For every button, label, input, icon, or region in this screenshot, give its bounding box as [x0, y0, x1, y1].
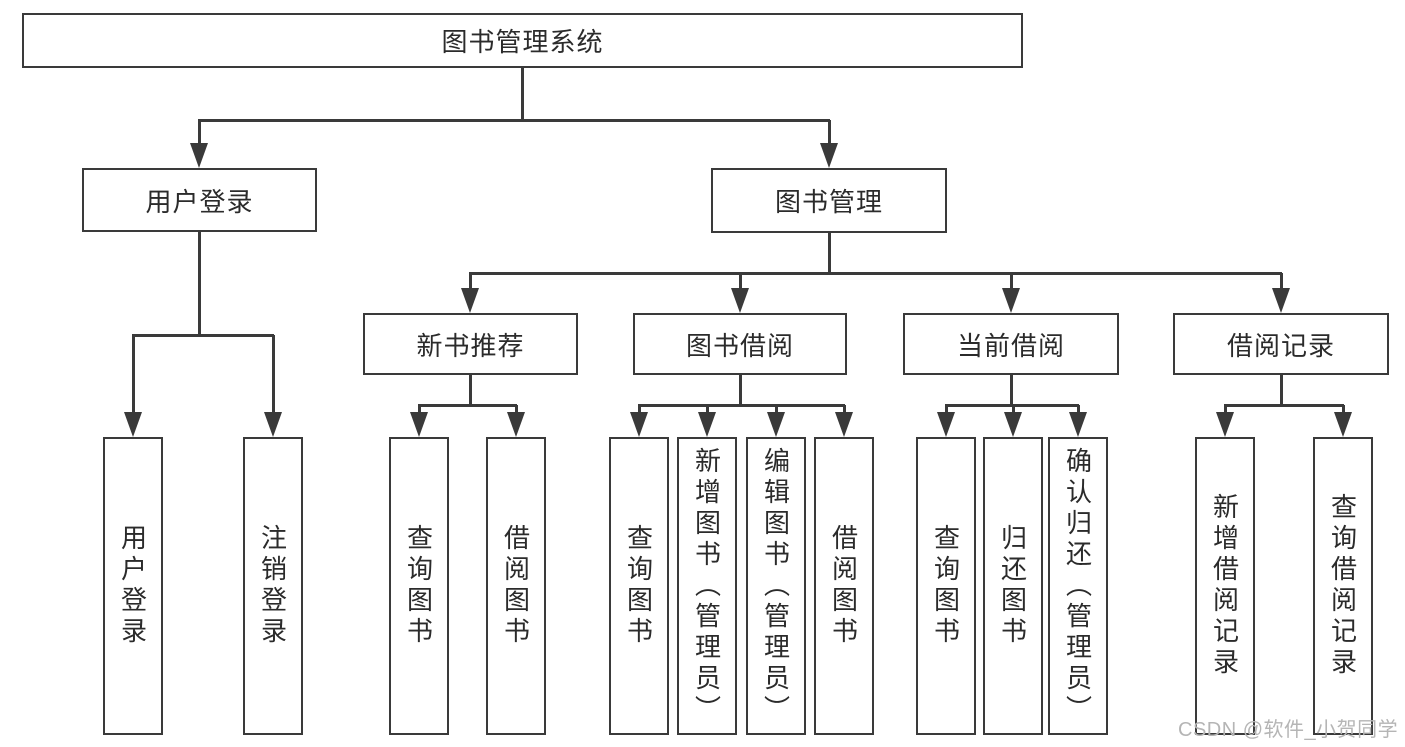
- connector-line: [418, 405, 421, 415]
- arrowhead-down-icon: [820, 143, 838, 168]
- arrowhead-down-icon: [124, 412, 142, 437]
- connector-line: [828, 120, 831, 146]
- connector-line: [469, 272, 1282, 275]
- arrowhead-down-icon: [630, 412, 648, 437]
- connector-line: [706, 405, 709, 415]
- leaf-label: 借阅图书: [828, 524, 859, 648]
- arrowhead-down-icon: [835, 412, 853, 437]
- leaf-label: 新增图书（管理员）: [691, 446, 722, 726]
- connector-line: [1280, 375, 1283, 406]
- connector-line: [1224, 404, 1344, 407]
- node-leaf-query-book-rec: 查询图书: [389, 437, 449, 735]
- node-book-borrow: 图书借阅: [633, 313, 847, 375]
- arrowhead-down-icon: [410, 412, 428, 437]
- arrowhead-down-icon: [507, 412, 525, 437]
- connector-line: [469, 273, 472, 291]
- connector-line: [132, 334, 274, 337]
- connector-line: [418, 404, 517, 407]
- node-leaf-query-book-current: 查询图书: [916, 437, 976, 735]
- node-leaf-confirm-return: 确认归还（管理员）: [1048, 437, 1108, 735]
- node-root: 图书管理系统: [22, 13, 1023, 68]
- arrowhead-down-icon: [1272, 288, 1290, 313]
- node-leaf-query-book-borrow: 查询图书: [609, 437, 669, 735]
- node-leaf-add-borrow-record: 新增借阅记录: [1195, 437, 1255, 735]
- leaf-label: 查询借阅记录: [1327, 493, 1358, 679]
- connector-line: [469, 375, 472, 406]
- node-leaf-user-login: 用户登录: [103, 437, 163, 735]
- node-leaf-borrow-book-rec: 借阅图书: [486, 437, 546, 735]
- node-current-borrow: 当前借阅: [903, 313, 1119, 375]
- node-book-mgmt-group-label: 图书管理: [774, 187, 883, 217]
- connector-line: [843, 405, 846, 415]
- connector-line: [198, 120, 201, 146]
- leaf-label: 借阅图书: [500, 524, 531, 648]
- connector-line: [1077, 405, 1080, 415]
- node-leaf-borrow-book: 借阅图书: [814, 437, 874, 735]
- node-borrow-records: 借阅记录: [1173, 313, 1389, 375]
- node-book-borrow-label: 图书借阅: [685, 330, 794, 361]
- arrowhead-down-icon: [264, 412, 282, 437]
- arrowhead-down-icon: [1334, 412, 1352, 437]
- leaf-label: 用户登录: [117, 524, 148, 648]
- leaf-label: 查询图书: [930, 524, 961, 648]
- connector-line: [1342, 405, 1345, 415]
- arrowhead-down-icon: [1069, 412, 1087, 437]
- node-leaf-query-borrow-record: 查询借阅记录: [1313, 437, 1373, 735]
- arrowhead-down-icon: [767, 412, 785, 437]
- connector-line: [515, 405, 518, 415]
- arrowhead-down-icon: [698, 412, 716, 437]
- connector-line: [198, 119, 830, 122]
- connector-line: [1010, 273, 1013, 291]
- leaf-label: 归还图书: [997, 524, 1028, 648]
- node-borrow-records-label: 借阅记录: [1226, 330, 1335, 361]
- node-new-book-rec: 新书推荐: [363, 313, 578, 375]
- node-new-book-rec-label: 新书推荐: [416, 330, 525, 361]
- connector-line: [198, 232, 201, 336]
- arrowhead-down-icon: [190, 143, 208, 168]
- node-leaf-edit-book: 编辑图书（管理员）: [746, 437, 806, 735]
- arrowhead-down-icon: [731, 288, 749, 313]
- watermark: CSDN @软件_小贺同学: [1178, 719, 1399, 741]
- connector-line: [945, 405, 948, 415]
- arrowhead-down-icon: [1216, 412, 1234, 437]
- connector-line: [775, 405, 778, 415]
- leaf-label: 确认归还（管理员）: [1062, 446, 1093, 726]
- node-current-borrow-label: 当前借阅: [956, 330, 1065, 361]
- connector-line: [521, 68, 524, 121]
- arrowhead-down-icon: [1004, 412, 1022, 437]
- leaf-label: 注销登录: [257, 524, 288, 648]
- node-user-login-group: 用户登录: [82, 168, 317, 232]
- leaf-label: 编辑图书（管理员）: [760, 446, 791, 726]
- connector-line: [1224, 405, 1227, 415]
- arrowhead-down-icon: [1002, 288, 1020, 313]
- leaf-label: 查询图书: [403, 524, 434, 648]
- connector-line: [1280, 273, 1283, 291]
- node-user-login-group-label: 用户登录: [145, 186, 254, 217]
- leaf-label: 新增借阅记录: [1209, 493, 1240, 679]
- node-root-label: 图书管理系统: [441, 27, 604, 57]
- leaf-label: 查询图书: [623, 524, 654, 648]
- connector-line: [272, 335, 275, 415]
- node-leaf-add-book: 新增图书（管理员）: [677, 437, 737, 735]
- connector-line: [638, 405, 641, 415]
- arrowhead-down-icon: [937, 412, 955, 437]
- connector-line: [132, 335, 135, 415]
- arrowhead-down-icon: [461, 288, 479, 313]
- connector-line: [1012, 405, 1015, 415]
- node-leaf-logout: 注销登录: [243, 437, 303, 735]
- connector-line: [1010, 375, 1013, 406]
- connector-line: [828, 233, 831, 274]
- connector-line: [739, 273, 742, 291]
- node-book-mgmt-group: 图书管理: [711, 168, 947, 233]
- connector-line: [638, 404, 845, 407]
- node-leaf-return-book: 归还图书: [983, 437, 1043, 735]
- connector-line: [739, 375, 742, 406]
